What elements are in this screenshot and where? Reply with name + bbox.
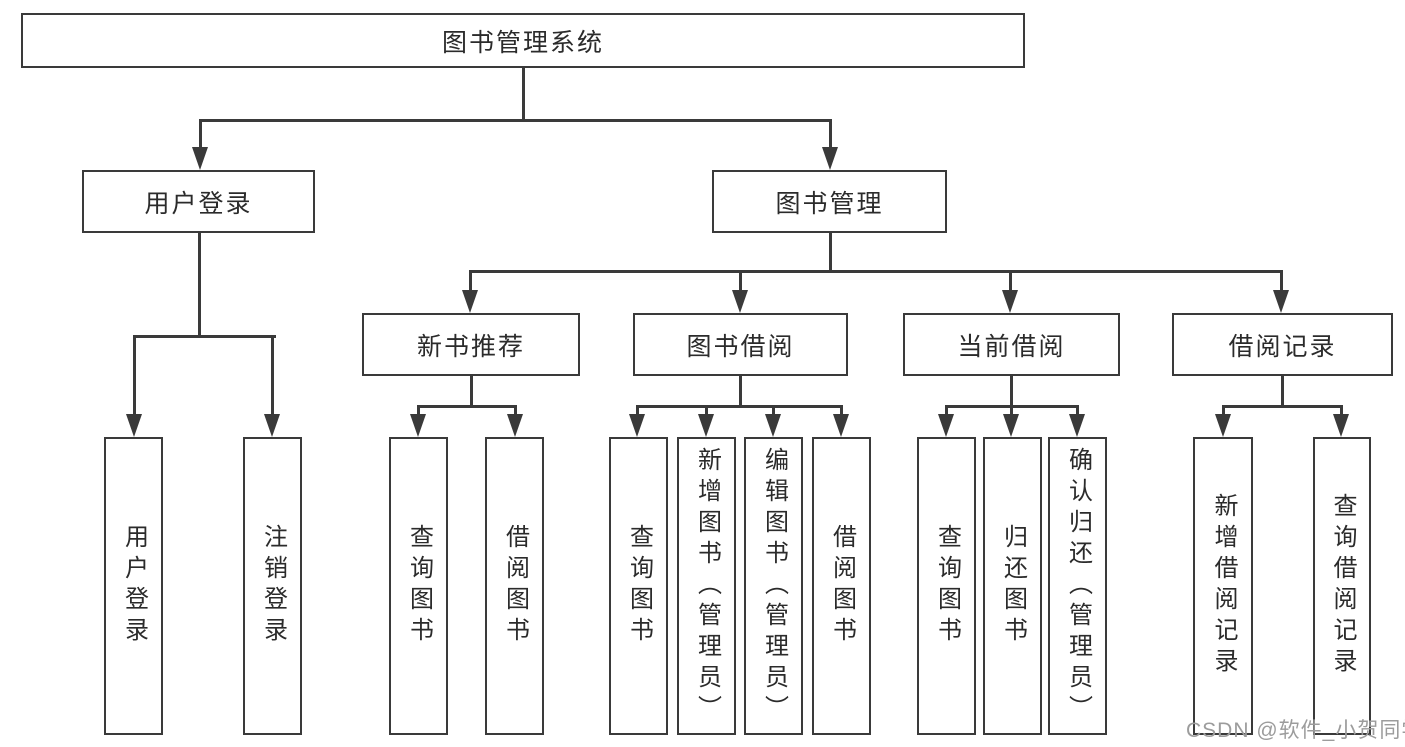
connector-drop-current-borrow — [1008, 270, 1012, 292]
connector-drop-bb-edit — [771, 405, 775, 417]
leaf-logout-label: 注销登录 — [259, 524, 287, 648]
connector-drop-leaf-login — [132, 335, 136, 416]
arrowhead-borrow-record — [1273, 290, 1289, 313]
arrowhead-br-add — [1215, 414, 1231, 437]
leaf-cb-return-label: 归还图书 — [999, 524, 1027, 648]
arrowhead-bb-borrow — [833, 414, 849, 437]
arrowhead-cb-query — [938, 414, 954, 437]
leaf-newbook-query-label: 查询图书 — [405, 524, 433, 648]
leaf-user-login-label: 用户登录 — [120, 524, 148, 648]
leaf-logout: 注销登录 — [243, 437, 302, 735]
connector-drop-book-management — [828, 119, 832, 149]
connector-drop-leaf-logout — [270, 335, 274, 416]
leaf-newbook-query: 查询图书 — [389, 437, 448, 735]
arrowhead-new-book — [462, 290, 478, 313]
connector-bookborrow-crossbar — [635, 405, 843, 408]
connector-drop-br-query — [1339, 405, 1343, 417]
arrowhead-br-query — [1333, 414, 1349, 437]
connector-drop-bb-borrow — [839, 405, 843, 417]
connector-bookborrow-stem — [738, 374, 742, 407]
arrowhead-cb-return — [1003, 414, 1019, 437]
node-borrow-record-label: 借阅记录 — [1228, 332, 1337, 361]
leaf-cb-confirm-admin-label: 确认归还（管理员） — [1064, 446, 1092, 726]
connector-drop-cb-return — [1009, 405, 1013, 417]
node-current-borrow-label: 当前借阅 — [957, 332, 1066, 361]
node-root: 图书管理系统 — [21, 13, 1025, 68]
leaf-user-login: 用户登录 — [104, 437, 163, 735]
leaf-record-add: 新增借阅记录 — [1193, 437, 1253, 735]
connector-bookmgmt-crossbar — [468, 270, 1283, 273]
node-root-label: 图书管理系统 — [441, 28, 604, 57]
leaf-bb-add-admin-label: 新增图书（管理员） — [693, 446, 721, 726]
connector-newbook-stem — [469, 374, 473, 407]
leaf-cb-return: 归还图书 — [983, 437, 1042, 735]
node-user-login-label: 用户登录 — [144, 189, 253, 218]
leaf-bb-edit-admin: 编辑图书（管理员） — [744, 437, 803, 735]
connector-userlogin-stem — [197, 231, 201, 337]
node-book-borrow-label: 图书借阅 — [686, 332, 795, 361]
leaf-bb-borrow-label: 借阅图书 — [828, 524, 856, 648]
arrowhead-newbook-borrow — [507, 414, 523, 437]
leaf-newbook-borrow-label: 借阅图书 — [501, 524, 529, 648]
arrowhead-newbook-query — [410, 414, 426, 437]
arrowhead-bb-add — [698, 414, 714, 437]
connector-drop-new-book — [468, 270, 472, 292]
node-new-book-recommend-label: 新书推荐 — [416, 332, 525, 361]
connector-bookmgmt-stem — [828, 231, 832, 272]
leaf-cb-query: 查询图书 — [917, 437, 976, 735]
node-borrow-record: 借阅记录 — [1172, 313, 1393, 376]
connector-drop-book-borrow — [738, 270, 742, 292]
connector-newbook-crossbar — [416, 405, 517, 408]
connector-drop-user-login — [198, 119, 202, 149]
watermark: CSDN @软件_小贺同学 — [1186, 719, 1405, 742]
node-book-borrow: 图书借阅 — [633, 313, 848, 376]
arrowhead-bb-edit — [765, 414, 781, 437]
node-new-book-recommend: 新书推荐 — [362, 313, 580, 376]
connector-drop-newbook-query — [416, 405, 420, 417]
leaf-newbook-borrow: 借阅图书 — [485, 437, 544, 735]
connector-drop-newbook-borrow — [513, 405, 517, 417]
connector-root-crossbar — [198, 119, 832, 122]
connector-drop-bb-query — [635, 405, 639, 417]
connector-drop-bb-add — [704, 405, 708, 417]
arrowhead-book-borrow — [732, 290, 748, 313]
arrowhead-book-management — [822, 147, 838, 170]
leaf-bb-add-admin: 新增图书（管理员） — [677, 437, 736, 735]
leaf-cb-query-label: 查询图书 — [933, 524, 961, 648]
connector-drop-cb-query — [944, 405, 948, 417]
arrowhead-leaf-login — [126, 414, 142, 437]
arrowhead-user-login — [192, 147, 208, 170]
leaf-record-query-label: 查询借阅记录 — [1329, 493, 1356, 679]
leaf-bb-borrow: 借阅图书 — [812, 437, 871, 735]
node-user-login: 用户登录 — [82, 170, 315, 233]
leaf-bb-query-label: 查询图书 — [625, 524, 653, 648]
connector-borrowrecord-crossbar — [1221, 405, 1343, 408]
node-book-management-label: 图书管理 — [775, 189, 884, 218]
leaf-record-query: 查询借阅记录 — [1313, 437, 1371, 735]
leaf-bb-query: 查询图书 — [609, 437, 668, 735]
arrowhead-current-borrow — [1002, 290, 1018, 313]
leaf-bb-edit-admin-label: 编辑图书（管理员） — [760, 446, 788, 726]
arrowhead-leaf-logout — [264, 414, 280, 437]
connector-root-stem — [521, 66, 525, 122]
node-current-borrow: 当前借阅 — [903, 313, 1120, 376]
arrowhead-cb-confirm — [1069, 414, 1085, 437]
node-book-management: 图书管理 — [712, 170, 947, 233]
connector-borrowrecord-stem — [1280, 374, 1284, 407]
connector-drop-cb-confirm — [1075, 405, 1079, 417]
connector-drop-borrow-record — [1279, 270, 1283, 292]
connector-userlogin-crossbar — [132, 335, 276, 338]
leaf-record-add-label: 新增借阅记录 — [1210, 493, 1237, 679]
leaf-cb-confirm-admin: 确认归还（管理员） — [1048, 437, 1107, 735]
arrowhead-bb-query — [629, 414, 645, 437]
connector-drop-br-add — [1221, 405, 1225, 417]
connector-currentborrow-stem — [1009, 374, 1013, 407]
